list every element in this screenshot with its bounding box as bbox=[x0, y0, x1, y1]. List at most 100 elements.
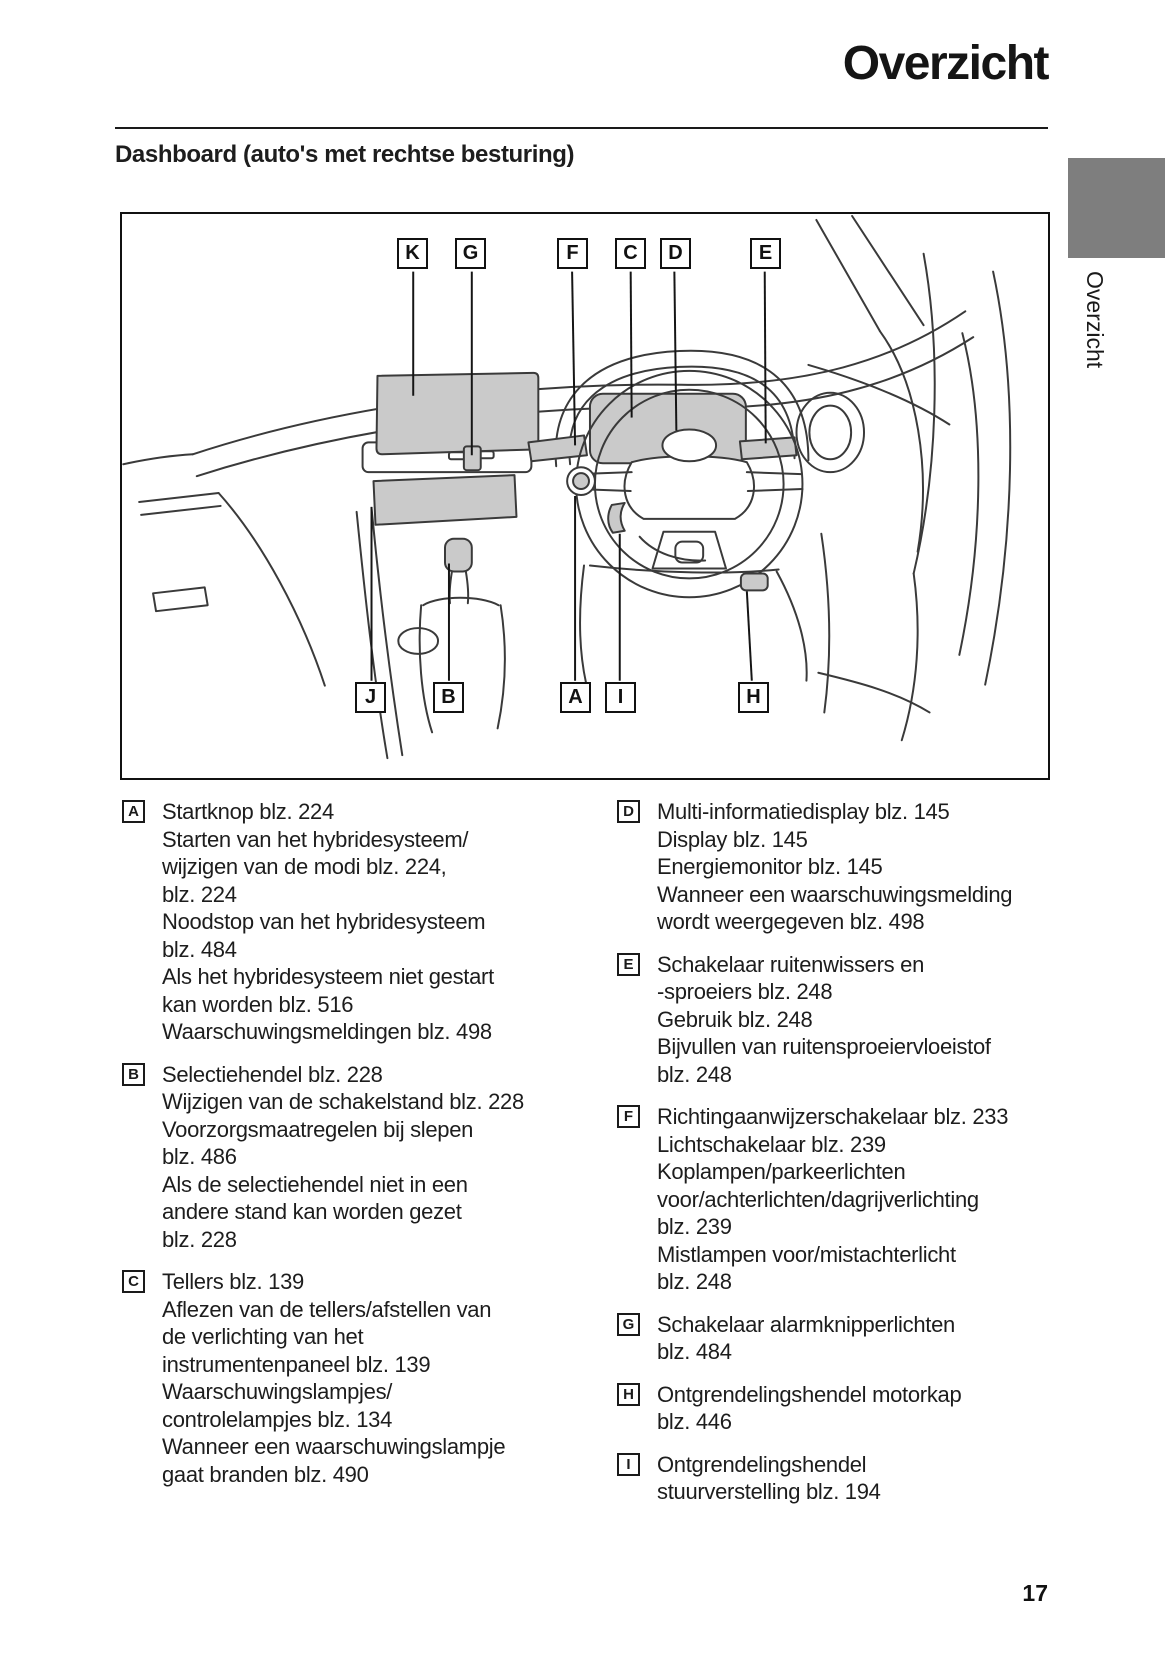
legend-line: Als de selectiehendel niet in een bbox=[162, 1171, 468, 1197]
legend-line: blz. 228 bbox=[162, 1226, 237, 1252]
legend-line: Ontgrendelingshendel bbox=[657, 1451, 867, 1477]
legend-item-E: E Schakelaar ruitenwissers en-sproeiers b… bbox=[617, 951, 1057, 1089]
legend-line: Schakelaar alarmknipperlichten bbox=[657, 1311, 955, 1337]
legend-line: Selectiehendel blz. 228 bbox=[162, 1061, 383, 1087]
chapter-tab-marker bbox=[1068, 158, 1165, 258]
right-stalk bbox=[738, 436, 798, 461]
legend-letter-badge: H bbox=[617, 1382, 640, 1406]
callout-lines bbox=[370, 271, 767, 681]
chapter-tab-label: Overzicht bbox=[1082, 271, 1108, 369]
callout-label-I: I bbox=[605, 682, 636, 713]
shift-knob bbox=[444, 537, 473, 573]
legend-letter-badge: B bbox=[122, 1062, 145, 1086]
legend-line: blz. 224 bbox=[162, 881, 237, 907]
legend-line: Bijvullen van ruitensproeiervloeistof bbox=[657, 1034, 991, 1059]
legend-letter-badge: D bbox=[617, 800, 640, 823]
legend-line: Lichtschakelaar blz. 239 bbox=[657, 1131, 886, 1157]
legend-letter-badge: C bbox=[122, 1270, 145, 1293]
legend-line: Mistlampen voor/mistachterlicht bbox=[657, 1241, 956, 1267]
legend-letter-badge: A bbox=[122, 800, 145, 823]
legend-line: Starten van het hybridesysteem/ bbox=[162, 826, 469, 852]
legend-line: wijzigen van de modi blz. 224, bbox=[162, 854, 447, 879]
legend-line: Als het hybridesysteem niet gestart bbox=[162, 964, 494, 989]
legend-line: Wijzigen van de schakelstand blz. 228 bbox=[162, 1089, 524, 1114]
legend-line: blz. 248 bbox=[657, 1061, 732, 1087]
dashboard-line-art bbox=[122, 214, 1012, 760]
callout-label-F: F bbox=[557, 238, 588, 269]
legend-letter-badge: G bbox=[617, 1312, 640, 1336]
lower-panel bbox=[372, 474, 518, 526]
legend-line: andere stand kan worden gezet bbox=[162, 1199, 462, 1224]
legend-line: blz. 484 bbox=[657, 1339, 732, 1364]
legend-line: Ontgrendelingshendel motorkap bbox=[657, 1381, 962, 1407]
legend-line: blz. 446 bbox=[657, 1409, 732, 1434]
section-heading: Dashboard (auto's met rechtse besturing) bbox=[115, 141, 575, 168]
legend-line: wordt weergegeven blz. 498 bbox=[657, 909, 925, 934]
callout-label-G: G bbox=[455, 238, 486, 269]
legend-line: controlelampjes blz. 134 bbox=[162, 1406, 393, 1432]
left-stalk bbox=[527, 434, 588, 463]
legend-line: blz. 239 bbox=[657, 1214, 732, 1239]
legend-line: Richtingaanwijzerschakelaar blz. 233 bbox=[657, 1104, 1009, 1129]
legend-line: Noodstop van het hybridesysteem bbox=[162, 909, 486, 934]
left-vent-lines bbox=[138, 492, 222, 516]
a-pillar-lines bbox=[815, 214, 925, 333]
legend-line: Wanneer een waarschuwingsmelding bbox=[657, 881, 1013, 907]
dash-top-line bbox=[191, 310, 967, 456]
legend-line: blz. 248 bbox=[657, 1269, 732, 1294]
callout-label-H: H bbox=[738, 682, 769, 713]
callout-label-D: D bbox=[660, 238, 691, 269]
legend-letter-badge: E bbox=[617, 952, 640, 976]
legend-line: Aflezen van de tellers/afstellen van bbox=[162, 1296, 492, 1322]
callout-label-A: A bbox=[560, 682, 591, 713]
legend-line: Koplampen/parkeerlichten bbox=[657, 1159, 906, 1184]
legend-text: Schakelaar ruitenwissers en-sproeiers bl… bbox=[657, 951, 991, 1089]
right-dash-circle bbox=[795, 391, 866, 474]
legend-line: blz. 486 bbox=[162, 1144, 237, 1169]
legend-line: de verlichting van het bbox=[162, 1324, 364, 1349]
legend-line: Voorzorgsmaatregelen bij slepen bbox=[162, 1116, 474, 1142]
steering-adjust-lever bbox=[607, 501, 626, 534]
legend-line: Waarschuwingslampjes/ bbox=[162, 1379, 393, 1404]
page-title: Overzicht bbox=[842, 37, 1050, 90]
callout-label-E: E bbox=[750, 238, 781, 269]
legend-line: Schakelaar ruitenwissers en bbox=[657, 951, 925, 977]
legend-line: Energiemonitor blz. 145 bbox=[657, 854, 883, 879]
page-number: 17 bbox=[1022, 1580, 1048, 1606]
center-display bbox=[375, 371, 540, 456]
legend-line: voor/achterlichten/dagrijverlichting bbox=[657, 1186, 979, 1212]
callout-label-J: J bbox=[355, 682, 386, 713]
hood-release-lever bbox=[739, 572, 769, 592]
legend-line: Startknop blz. 224 bbox=[162, 799, 334, 824]
legend-letter-badge: F bbox=[617, 1105, 640, 1128]
legend-line: blz. 484 bbox=[162, 936, 237, 962]
callout-label-C: C bbox=[615, 238, 646, 269]
callout-label-K: K bbox=[397, 238, 428, 269]
callout-label-B: B bbox=[433, 682, 464, 713]
legend-line: kan worden blz. 516 bbox=[162, 991, 354, 1017]
legend-line: Multi-informatiedisplay blz. 145 bbox=[657, 799, 950, 824]
legend-line: Gebruik blz. 248 bbox=[657, 1006, 813, 1032]
legend-line: stuurverstelling blz. 194 bbox=[657, 1479, 881, 1504]
header-rule bbox=[115, 127, 1048, 129]
legend-line: gaat branden blz. 490 bbox=[162, 1461, 369, 1487]
legend-line: instrumentenpaneel blz. 139 bbox=[162, 1351, 431, 1377]
legend-line: Display blz. 145 bbox=[657, 826, 808, 852]
